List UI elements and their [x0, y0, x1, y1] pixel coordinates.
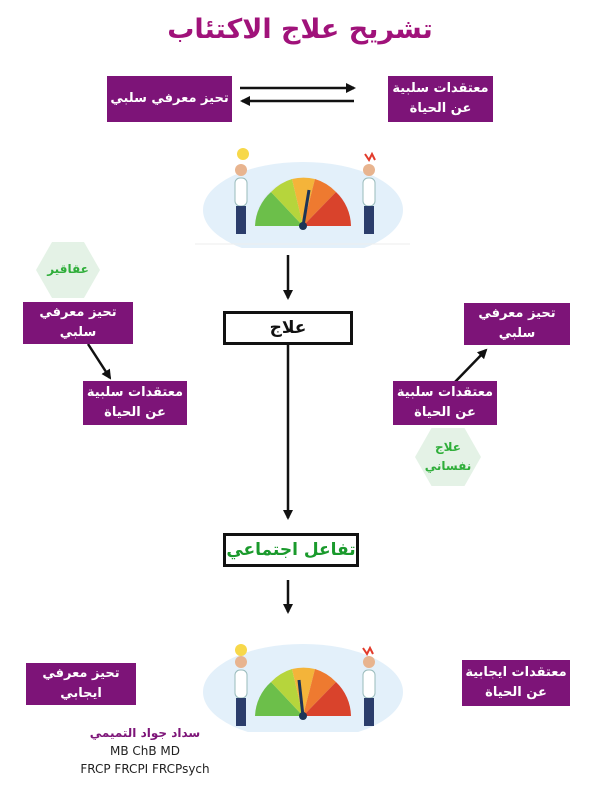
negative-cognitive-bias-box-right: تحيز معرفي سلبي: [464, 303, 570, 345]
negative-beliefs-box-right: معتقدات سلبية عن الحياة: [393, 381, 497, 425]
mood-meter-illustration-top: [195, 148, 410, 248]
page-title: تشريح علاج الاكتئاب: [167, 14, 433, 45]
author-degree-1: MB ChB MD: [109, 744, 181, 758]
negative-cognitive-bias-box-top: تحيز معرفي سلبي: [107, 76, 232, 122]
author-degree-2: FRCP FRCPI FRCPsych: [80, 762, 210, 776]
positive-beliefs-box: معتقدات ايجابية عن الحياة: [462, 660, 570, 706]
positive-cognitive-bias-box: تحيز معرفي ايجابي: [26, 663, 136, 705]
negative-beliefs-box-top: معتقدات سلبية عن الحياة: [388, 76, 493, 122]
mood-meter-illustration-bottom: [203, 644, 403, 732]
treatment-box: علاج: [223, 311, 353, 345]
negative-beliefs-box-left: معتقدات سلبية عن الحياة: [83, 381, 187, 425]
author-name: سداد جواد التميمي: [89, 726, 201, 740]
negative-cognitive-bias-box-left: تحيز معرفي سلبي: [23, 302, 133, 344]
social-interaction-box: تفاعل اجتماعي: [223, 533, 359, 567]
